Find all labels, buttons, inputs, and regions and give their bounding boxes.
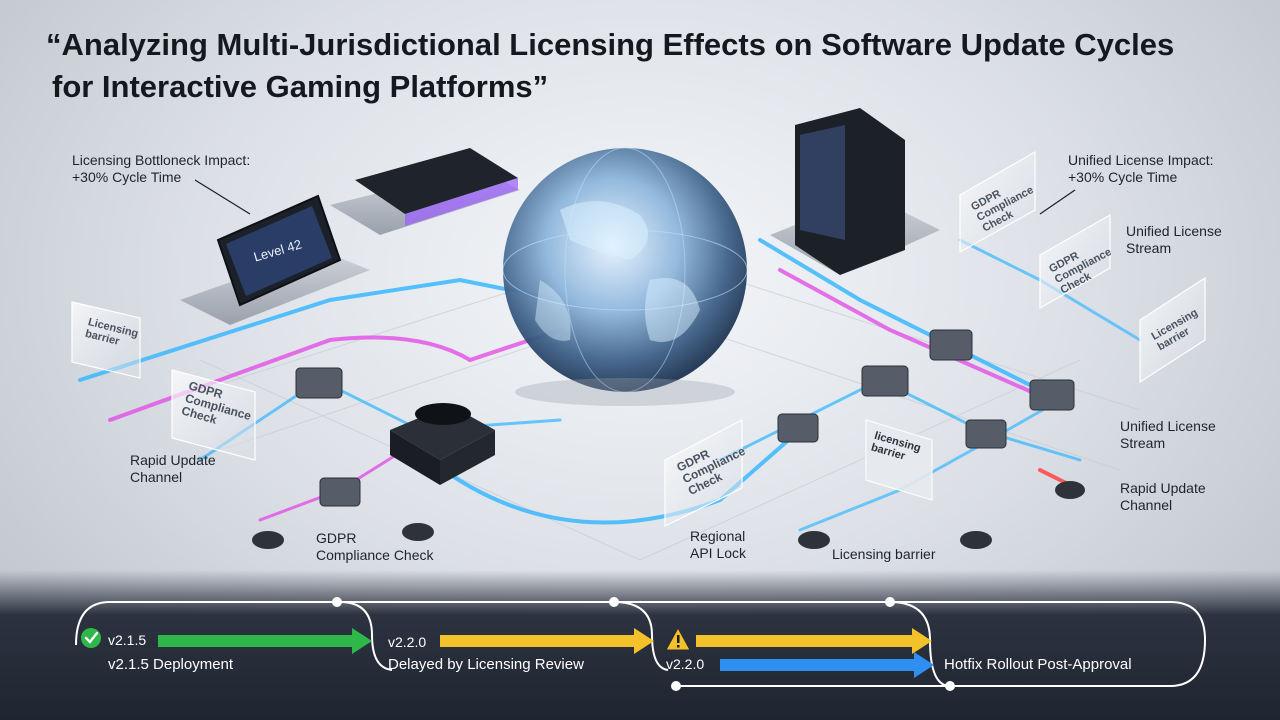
timeline-version-1: v2.1.5: [108, 632, 146, 648]
timeline-node-3: [885, 597, 895, 607]
timeline-label-1: v2.1.5 Deployment: [108, 656, 233, 673]
check-icon: [81, 628, 101, 648]
warning-icon: [666, 628, 690, 650]
timeline-node-1: [332, 597, 342, 607]
timeline-version-3: v2.2.0: [666, 656, 704, 672]
timeline-node-2: [609, 597, 619, 607]
timeline-node-4: [671, 681, 681, 691]
timeline-label-4: Hotfix Rollout Post-Approval: [944, 656, 1132, 673]
timeline-version-2: v2.2.0: [388, 634, 426, 650]
timeline-node-5: [945, 681, 955, 691]
timeline-label-2: Delayed by Licensing Review: [388, 656, 584, 673]
